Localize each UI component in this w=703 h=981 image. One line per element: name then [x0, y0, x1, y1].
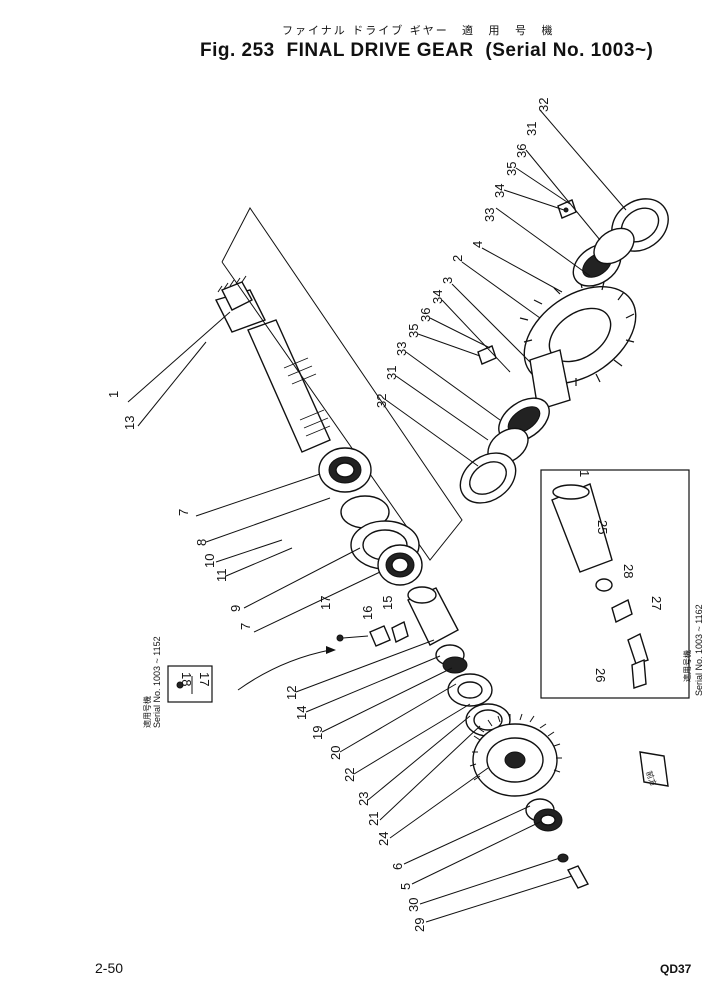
callout-7b: 7	[238, 623, 253, 630]
title-japanese: ファイナル ドライブ ギヤー	[282, 24, 449, 37]
callout-35-lower: 35	[406, 324, 421, 338]
callout-17: 17	[318, 596, 333, 610]
callout-7a: 7	[176, 509, 191, 516]
callout-inset-17: 17	[197, 672, 212, 686]
callout-20: 20	[328, 746, 343, 760]
callout-6: 6	[390, 863, 405, 870]
callout-24: 24	[376, 832, 391, 846]
callout-14: 14	[294, 706, 309, 720]
callout-12: 12	[284, 686, 299, 700]
callout-3: 3	[440, 277, 455, 284]
callout-23: 23	[356, 792, 371, 806]
callout-4: 4	[470, 241, 485, 248]
callout-11: 11	[214, 569, 229, 583]
inset-box-1152	[167, 665, 213, 703]
page-code: QD37	[660, 962, 692, 976]
callout-15: 15	[380, 596, 395, 610]
bearing-6	[525, 798, 563, 832]
lock-35-36	[477, 199, 577, 365]
inset-1152-note-jp: 適用号機	[142, 696, 152, 728]
callout-35-upper: 35	[504, 162, 519, 176]
page-title: Fig. 253 FINAL DRIVE GEAR (Serial No. 10…	[200, 40, 659, 62]
bearing-33-lower	[487, 397, 550, 465]
bolt-29	[557, 853, 589, 889]
callout-inset-1: 1	[577, 470, 592, 477]
callout-1: 1	[106, 391, 121, 398]
fig-number: Fig. 253	[200, 40, 275, 61]
bearing-7-upper	[318, 447, 390, 529]
callout-inset-26: 26	[593, 668, 608, 682]
fig-serial: (Serial No. 1003~)	[485, 40, 654, 61]
page-number: 2-50	[95, 960, 124, 976]
cup-32-upper	[593, 198, 669, 265]
callout-inset-18: 18	[179, 672, 194, 686]
title-japanese-serial: 適 用 号 機	[462, 24, 559, 37]
callout-16: 16	[360, 606, 375, 620]
callout-36-lower: 36	[418, 308, 433, 322]
callout-inset-27: 27	[649, 596, 664, 610]
callout-31-upper: 31	[524, 122, 539, 136]
callout-29: 29	[412, 918, 427, 932]
small-gear-19	[435, 644, 493, 707]
callout-10: 10	[202, 554, 217, 568]
fig-name: FINAL DRIVE GEAR	[286, 40, 474, 61]
callout-36-upper: 36	[514, 144, 529, 158]
sleeve-15	[407, 586, 459, 646]
callout-2: 2	[450, 255, 465, 262]
callout-33-upper: 33	[482, 208, 497, 222]
callout-34-lower: 34	[430, 290, 445, 304]
callout-30: 30	[406, 898, 421, 912]
front-marker: 前方	[639, 751, 669, 788]
callout-8: 8	[194, 539, 209, 546]
callout-9: 9	[228, 605, 243, 612]
inset-1152-note-serial: Serial No. 1003 ~ 1152	[152, 636, 162, 728]
callout-21: 21	[366, 812, 381, 826]
bearing-7-lower	[377, 544, 423, 586]
callouts: 1 13 7 8 10 11 9 7 17 16 15 12 14 19 20 …	[106, 98, 551, 932]
callout-13: 13	[122, 416, 137, 430]
callout-19: 19	[310, 726, 325, 740]
cup-32-lower	[459, 452, 517, 504]
callout-32-upper: 32	[536, 98, 551, 112]
callout-32-lower: 32	[374, 394, 389, 408]
direction-arrow	[237, 649, 331, 691]
leader-lines	[127, 109, 627, 923]
inset-1162-note-jp: 適用号機	[682, 650, 692, 682]
callout-33-lower: 33	[394, 342, 409, 356]
bevel-gear-2	[519, 279, 637, 411]
callout-22: 22	[342, 768, 357, 782]
callout-inset-25: 25	[595, 520, 610, 534]
lock-plate-16	[336, 620, 409, 647]
callout-5: 5	[398, 883, 413, 890]
callout-inset-28: 28	[621, 564, 636, 578]
pinion-shaft	[214, 275, 331, 453]
inset-1162-note-serial: Serial No. 1003 ~ 1162	[694, 604, 703, 696]
inset-box-1162	[540, 469, 690, 699]
inset-parts	[551, 483, 649, 689]
final-gear-24	[469, 713, 562, 797]
callout-34-upper: 34	[492, 184, 507, 198]
callout-31-lower: 31	[384, 366, 399, 380]
